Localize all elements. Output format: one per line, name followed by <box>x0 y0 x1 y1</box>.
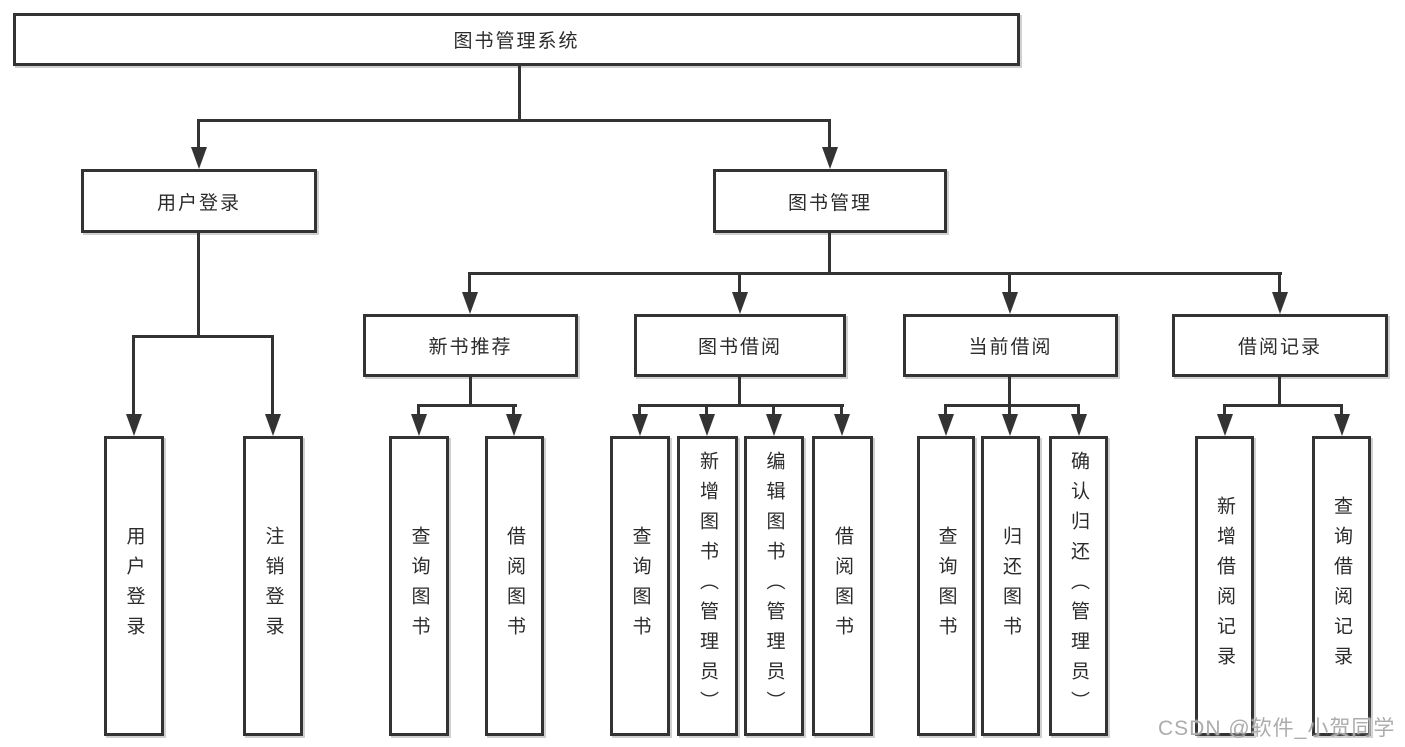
arrow-down-icon <box>732 292 748 314</box>
connector-line <box>468 272 1282 275</box>
leaf-add-borrow-record-label: 新增借阅记录 <box>1214 496 1235 676</box>
arrow-down-icon <box>766 414 782 436</box>
leaf-query-books-recommend: 查询图书 <box>389 436 449 736</box>
leaf-logout: 注销登录 <box>243 436 303 736</box>
leaf-add-borrow-record: 新增借阅记录 <box>1195 436 1254 736</box>
leaf-edit-book-admin: 编辑图书（管理员） <box>744 436 804 736</box>
arrow-down-icon <box>462 292 478 314</box>
arrow-down-icon <box>699 414 715 436</box>
leaf-return-book: 归还图书 <box>981 436 1040 736</box>
leaf-user-login-label: 用户登录 <box>123 526 145 646</box>
connector-line <box>518 64 521 121</box>
connector-line <box>132 335 135 416</box>
connector-line <box>705 404 708 418</box>
arrow-down-icon <box>938 414 954 436</box>
connector-line <box>417 404 420 418</box>
connector-line <box>1077 404 1080 418</box>
connector-line <box>1008 404 1011 418</box>
node-new-book-recommend: 新书推荐 <box>363 314 578 377</box>
arrow-down-icon <box>126 414 142 436</box>
connector-line <box>638 404 641 418</box>
connector-line <box>738 272 741 296</box>
node-book-management-label: 图书管理 <box>787 192 872 214</box>
leaf-borrow-books: 借阅图书 <box>812 436 873 736</box>
connector-line <box>469 375 472 407</box>
leaf-borrow-books-label: 借阅图书 <box>832 526 853 646</box>
arrow-down-icon <box>822 147 838 169</box>
connector-line <box>944 404 1080 407</box>
connector-line <box>828 233 831 275</box>
leaf-query-books-current: 查询图书 <box>917 436 975 736</box>
connector-line <box>417 404 517 407</box>
leaf-confirm-return-admin-label: 确认归还（管理员） <box>1068 451 1089 721</box>
leaf-query-borrow-record-label: 查询借阅记录 <box>1331 496 1352 676</box>
leaf-add-book-admin-label: 新增图书（管理员） <box>697 451 718 721</box>
leaf-return-book-label: 归还图书 <box>1000 526 1021 646</box>
connector-line <box>772 404 775 418</box>
connector-line <box>1008 272 1011 296</box>
connector-line <box>197 233 200 338</box>
connector-line <box>197 119 200 151</box>
node-current-borrow: 当前借阅 <box>903 314 1118 377</box>
connector-line <box>828 119 831 151</box>
connector-line <box>468 272 471 296</box>
node-book-borrow-label: 图书借阅 <box>697 337 782 358</box>
node-borrow-records: 借阅记录 <box>1172 314 1388 377</box>
connector-line <box>271 335 274 416</box>
arrow-down-icon <box>834 414 850 436</box>
connector-line <box>1223 404 1343 407</box>
connector-line <box>1340 404 1343 418</box>
node-root: 图书管理系统 <box>13 13 1020 66</box>
arrow-down-icon <box>632 414 648 436</box>
arrow-down-icon <box>1272 292 1288 314</box>
connector-line <box>1223 404 1226 418</box>
leaf-borrow-books-recommend-label: 借阅图书 <box>504 526 525 646</box>
connector-line <box>132 335 274 338</box>
connector-line <box>738 375 741 407</box>
leaf-logout-label: 注销登录 <box>262 526 284 646</box>
leaf-add-book-admin: 新增图书（管理员） <box>677 436 738 736</box>
connector-line <box>944 404 947 418</box>
connector-line <box>1278 272 1281 296</box>
node-root-label: 图书管理系统 <box>453 31 580 52</box>
node-current-borrow-label: 当前借阅 <box>968 337 1053 358</box>
node-new-book-recommend-label: 新书推荐 <box>428 337 513 358</box>
connector-line <box>512 404 515 418</box>
watermark-text: CSDN @软件_小贺同学 <box>1158 717 1396 740</box>
arrow-down-icon <box>1334 414 1350 436</box>
leaf-query-books-borrow: 查询图书 <box>610 436 670 736</box>
node-user-login-label: 用户登录 <box>156 192 241 214</box>
arrow-down-icon <box>1002 292 1018 314</box>
arrow-down-icon <box>1002 414 1018 436</box>
connector-line <box>1278 375 1281 407</box>
arrow-down-icon <box>265 414 281 436</box>
connector-line <box>197 119 831 122</box>
leaf-confirm-return-admin: 确认归还（管理员） <box>1049 436 1108 736</box>
node-borrow-records-label: 借阅记录 <box>1237 337 1322 358</box>
leaf-query-books-recommend-label: 查询图书 <box>408 526 430 646</box>
leaf-query-books-current-label: 查询图书 <box>935 526 957 646</box>
node-book-management: 图书管理 <box>713 169 947 233</box>
arrow-down-icon <box>1071 414 1087 436</box>
leaf-query-borrow-record: 查询借阅记录 <box>1312 436 1371 736</box>
arrow-down-icon <box>411 414 427 436</box>
connector-line <box>1008 375 1011 407</box>
arrow-down-icon <box>1217 414 1233 436</box>
leaf-edit-book-admin-label: 编辑图书（管理员） <box>763 451 785 721</box>
node-user-login: 用户登录 <box>81 169 317 233</box>
leaf-query-books-borrow-label: 查询图书 <box>629 526 651 646</box>
leaf-borrow-books-recommend: 借阅图书 <box>485 436 544 736</box>
leaf-user-login: 用户登录 <box>104 436 164 736</box>
arrow-down-icon <box>506 414 522 436</box>
connector-line <box>840 404 843 418</box>
node-book-borrow: 图书借阅 <box>634 314 846 377</box>
arrow-down-icon <box>191 147 207 169</box>
connector-line <box>638 404 844 407</box>
